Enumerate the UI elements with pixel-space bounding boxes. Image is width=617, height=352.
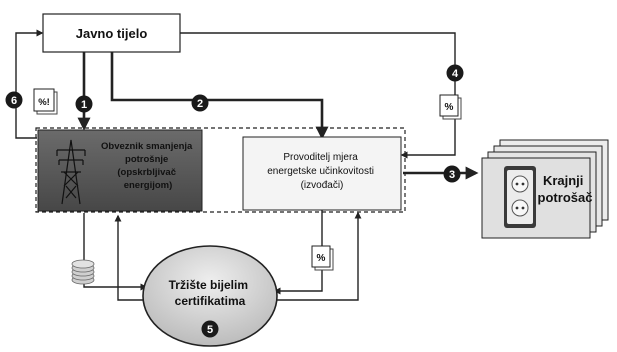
document-percent-label-bottom: %: [317, 253, 326, 264]
document-obligation-icon: %!: [33, 88, 58, 115]
step-marker-4-label: 4: [452, 68, 459, 80]
step-marker-6: 6: [5, 91, 23, 109]
svg-text:Provoditelj mjera energe: Provoditelj mjera energetske učinkovitos…: [267, 152, 377, 191]
public-body-node: Javno tijelo: [42, 13, 181, 53]
arrow-provider-to-market: [273, 210, 323, 295]
arrow-market-to-obligated: [114, 214, 150, 301]
transmission-tower-icon: [56, 139, 86, 205]
obligated-party-line-3: (opskrbljivač: [117, 167, 176, 178]
provider-line-3: (izvođači): [301, 180, 344, 191]
obligation-scheme-group: [35, 127, 406, 213]
market-line-1: Tržište bijelim: [169, 278, 248, 292]
step-marker-3: 3: [443, 165, 461, 183]
end-consumer-line-1: Krajnji: [543, 173, 583, 188]
connectors: [15, 29, 479, 301]
public-body-label: Javno tijelo: [76, 26, 148, 41]
arrow-obligated-to-market: [83, 213, 148, 291]
obligated-party-line-1: Obveznik smanjenja: [101, 141, 193, 152]
obligated-party-line-2: potrošnje: [125, 154, 168, 165]
document-obligation-label: %!: [38, 97, 50, 108]
svg-text:Tržište bijelim certifik: Tržište bijelim certifikatima: [169, 278, 252, 308]
arrow-6-report: [15, 29, 44, 139]
provider-line-2: energetske učinkovitosti: [267, 166, 374, 177]
provider-line-1: Provoditelj mjera: [283, 152, 358, 163]
document-percent-icon-top: %: [439, 94, 462, 120]
step-marker-2: 2: [191, 94, 209, 112]
step-marker-6-label: 6: [11, 95, 17, 107]
document-percent-label-top: %: [445, 102, 454, 113]
step-marker-1-label: 1: [81, 99, 87, 111]
svg-text:Obveznik smanjenja potro: Obveznik smanjenja potrošnje (opskrbljiv…: [101, 141, 195, 191]
obligated-party-line-4: energijom): [124, 180, 173, 191]
svg-text:Krajnji potrošač: Krajnji potrošač: [538, 173, 593, 205]
arrow-2: [110, 52, 329, 140]
coins-icon: [71, 259, 95, 285]
step-marker-5: 5: [201, 320, 219, 338]
obligated-party-node: Obveznik smanjenja potrošnje (opskrbljiv…: [37, 129, 203, 212]
step-marker-1: 1: [75, 95, 93, 113]
arrow-4: [180, 32, 456, 159]
market-line-2: certifikatima: [175, 294, 246, 308]
step-marker-2-label: 2: [197, 98, 203, 110]
step-marker-5-label: 5: [207, 324, 213, 336]
end-consumer-node: Krajnji potrošač: [481, 139, 609, 239]
power-outlet-icon: [504, 166, 536, 228]
arrow-market-to-provider: [275, 211, 362, 301]
provider-node: Provoditelj mjera energetske učinkovitos…: [242, 136, 402, 211]
step-marker-4: 4: [446, 64, 464, 82]
document-percent-icon-bottom: %: [311, 245, 334, 271]
end-consumer-line-2: potrošač: [538, 190, 593, 205]
step-marker-3-label: 3: [449, 169, 455, 181]
market-node: Tržište bijelim certifikatima: [142, 245, 278, 347]
